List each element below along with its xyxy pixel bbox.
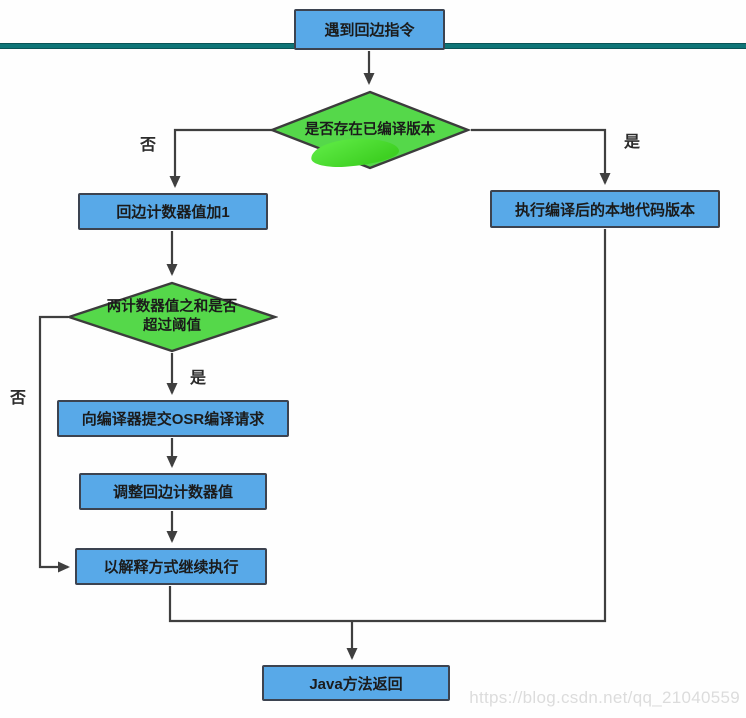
node-decision-threshold: 两计数器值之和是否 超过阈值 xyxy=(66,281,278,353)
node-increment-backedge-counter-label: 回边计数器值加1 xyxy=(116,204,230,221)
node-continue-interpreted-label: 以解释方式继续执行 xyxy=(103,559,239,576)
diamond-shape xyxy=(66,281,278,353)
node-continue-interpreted: 以解释方式继续执行 xyxy=(75,548,267,585)
node-execute-compiled-native: 执行编译后的本地代码版本 xyxy=(490,190,720,228)
node-java-method-return: Java方法返回 xyxy=(262,665,450,701)
edge-decision2-no-loop xyxy=(38,315,70,573)
edge-label-compiled-yes: 是 xyxy=(624,134,641,151)
node-decision-threshold-label: 两计数器值之和是否 超过阈值 xyxy=(107,298,238,336)
edge-decision1-yes xyxy=(471,128,611,185)
edge-merge-rail xyxy=(168,229,607,623)
node-execute-compiled-native-label: 执行编译后的本地代码版本 xyxy=(514,201,695,219)
watermark-text: https://blog.csdn.net/qq_21040559 xyxy=(469,688,740,707)
edge-label-threshold-no: 否 xyxy=(10,390,27,407)
node-adjust-backedge-counter: 调整回边计数器值 xyxy=(79,473,267,510)
node-start-label: 遇到回边指令 xyxy=(324,22,415,39)
node-adjust-backedge-counter-label: 调整回边计数器值 xyxy=(112,484,233,501)
node-decision-compiled-exists-label: 是否存在已编译版本 xyxy=(304,121,436,138)
edge-decision1-no xyxy=(169,128,272,188)
node-start: 遇到回边指令 xyxy=(294,9,445,50)
node-decision-threshold-line2: 超过阈值 xyxy=(143,318,201,334)
node-increment-backedge-counter: 回边计数器值加1 xyxy=(78,193,268,230)
node-submit-osr-request-label: 向编译器提交OSR编译请求 xyxy=(81,411,265,428)
node-java-method-return-label: Java方法返回 xyxy=(309,675,403,693)
node-decision-threshold-line1: 两计数器值之和是否 xyxy=(106,299,238,316)
edge-label-compiled-no: 否 xyxy=(140,137,157,154)
node-submit-osr-request: 向编译器提交OSR编译请求 xyxy=(57,400,289,437)
edge-label-threshold-yes: 是 xyxy=(190,370,207,387)
